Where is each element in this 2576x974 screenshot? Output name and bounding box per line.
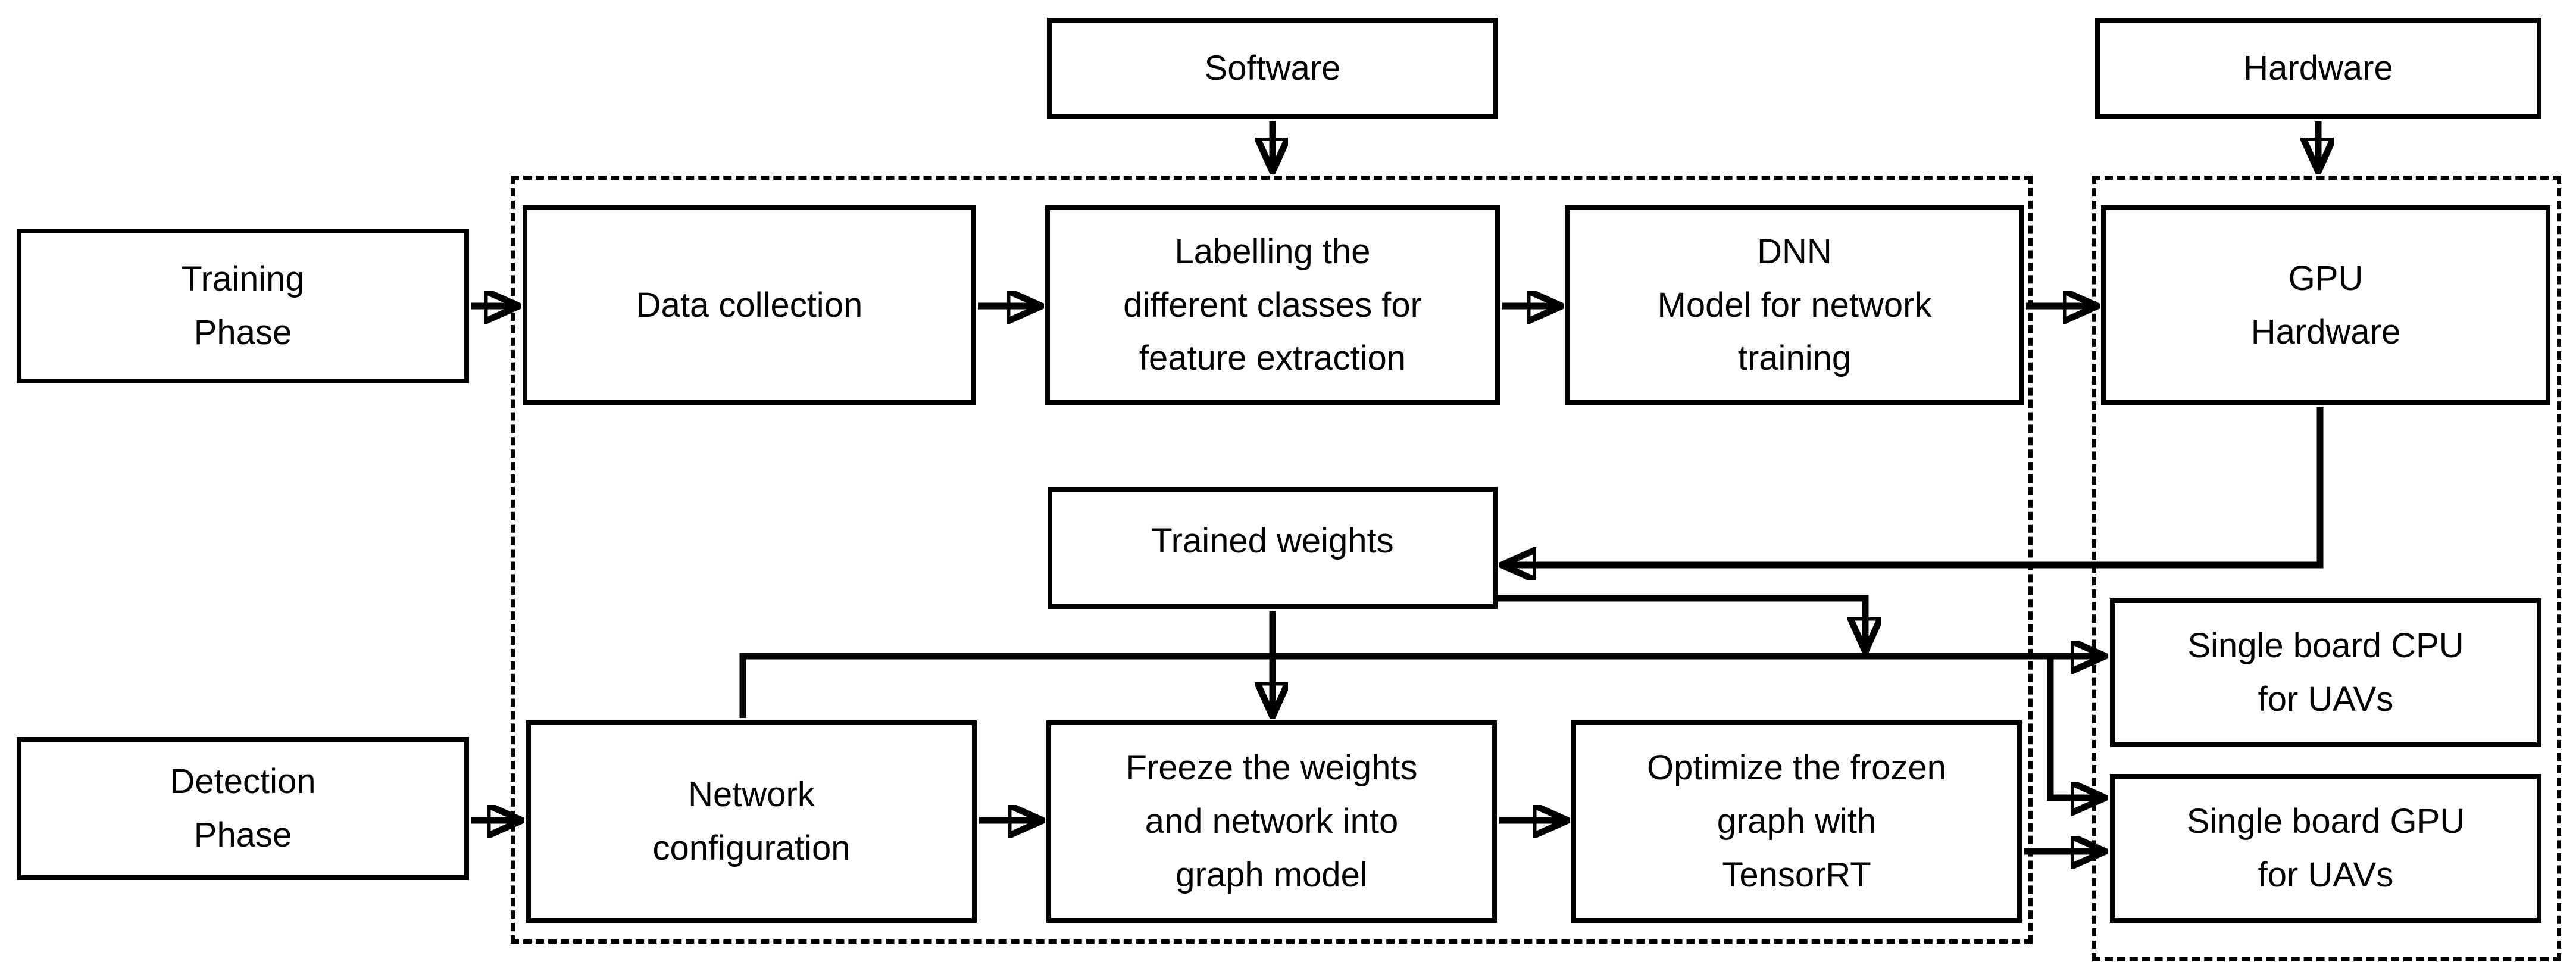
node-single-board-gpu-label: Single board GPU for UAVs — [2186, 802, 2465, 894]
node-data-collection: Data collection — [523, 205, 976, 405]
node-single-board-cpu-label: Single board CPU for UAVs — [2187, 626, 2464, 719]
node-software-label: Software — [1204, 49, 1341, 88]
node-single-board-cpu: Single board CPU for UAVs — [2110, 598, 2541, 747]
node-hardware: Hardware — [2095, 18, 2541, 119]
node-training-phase-label: Training Phase — [181, 260, 305, 352]
node-dnn-model: DNN Model for network training — [1565, 205, 2024, 405]
hardware-region-boundary — [2092, 176, 2561, 961]
node-detection-phase: Detection Phase — [17, 737, 469, 880]
node-software: Software — [1047, 18, 1498, 119]
node-dnn-model-label: DNN Model for network training — [1657, 232, 1932, 378]
node-gpu-hardware-label: GPU Hardware — [2250, 258, 2401, 351]
node-data-collection-label: Data collection — [636, 285, 863, 324]
node-labelling: Labelling the different classes for feat… — [1045, 205, 1500, 405]
node-network-configuration: Network configuration — [526, 720, 977, 923]
node-freeze-weights-label: Freeze the weights and network into grap… — [1126, 748, 1418, 894]
node-optimize-tensorrt: Optimize the frozen graph with TensorRT — [1571, 720, 2022, 923]
node-training-phase: Training Phase — [17, 229, 469, 383]
node-labelling-label: Labelling the different classes for feat… — [1123, 232, 1422, 378]
node-optimize-tensorrt-label: Optimize the frozen graph with TensorRT — [1647, 748, 1946, 894]
node-single-board-gpu: Single board GPU for UAVs — [2110, 774, 2541, 923]
node-trained-weights: Trained weights — [1048, 487, 1498, 609]
node-gpu-hardware: GPU Hardware — [2101, 205, 2550, 405]
node-trained-weights-label: Trained weights — [1151, 522, 1394, 560]
node-hardware-label: Hardware — [2243, 49, 2393, 88]
node-network-configuration-label: Network configuration — [652, 775, 851, 867]
node-detection-phase-label: Detection Phase — [170, 762, 316, 854]
node-freeze-weights: Freeze the weights and network into grap… — [1046, 720, 1497, 923]
